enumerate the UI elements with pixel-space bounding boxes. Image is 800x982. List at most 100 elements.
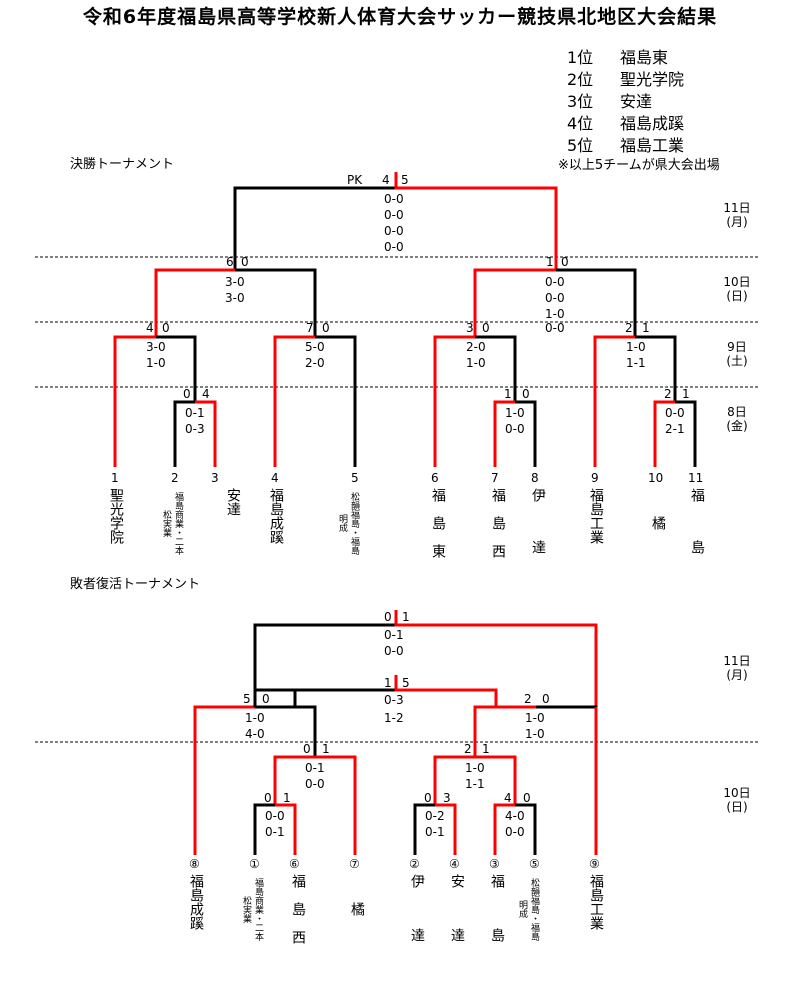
rank-label: 5位 — [567, 136, 594, 155]
score-right: 1 — [283, 791, 291, 805]
period-score: 0-0 — [505, 825, 525, 839]
weekday-label: (日) — [726, 800, 748, 814]
score-right: 0 — [523, 791, 531, 805]
score-right: 4 — [202, 387, 210, 401]
period-score: 3-0 — [146, 340, 166, 354]
bracket-lines — [35, 172, 760, 855]
qf4-a — [593, 335, 635, 467]
period-score: 0-0 — [265, 809, 285, 823]
period-score: 5-0 — [305, 340, 325, 354]
weekday-label: (土) — [726, 354, 748, 368]
cons-r4b-b — [435, 803, 457, 855]
score-right: 1 — [482, 742, 490, 756]
consolation-section-label: 敗者復活トーナメント — [70, 577, 201, 592]
team-name: 福島商業・二本松実業 — [241, 877, 263, 941]
team-name: 伊達 — [409, 874, 425, 982]
qualify-note: ※以上5チームが県大会出場 — [558, 158, 720, 173]
rank-label: 2位 — [567, 70, 594, 89]
team-number: 2 — [171, 471, 179, 485]
team-number: 6 — [431, 471, 439, 485]
team-number: ③ — [489, 857, 500, 871]
team-name: 橘 — [349, 902, 365, 916]
rank-team: 聖光学院 — [620, 70, 685, 89]
team-name: 福島西 — [490, 488, 506, 572]
score-left: 1 — [384, 676, 392, 690]
period-score: 0-0 — [545, 321, 565, 335]
cons-mid-b — [394, 675, 498, 707]
team-name: 福島 — [489, 874, 505, 982]
team-name: 伊達 — [530, 488, 546, 592]
team-name: 橘 — [650, 516, 666, 530]
period-score: 0-1 — [384, 628, 404, 642]
period-score: 1-1 — [465, 777, 485, 791]
period-score: 1-0 — [465, 761, 485, 775]
final-left-line — [233, 186, 396, 270]
period-score: 0-3 — [384, 693, 404, 707]
score-right: 1 — [642, 321, 650, 335]
team-number: ⑧ — [189, 857, 200, 871]
score-left: 7 — [306, 321, 314, 335]
period-score: 2-0 — [305, 356, 325, 370]
team-number: ⑨ — [589, 857, 600, 871]
team-name: 福島工業 — [588, 488, 604, 544]
cons-mid-left — [253, 688, 297, 707]
score-left: 0 — [384, 610, 392, 624]
cons-r4b-a — [413, 803, 435, 855]
period-score: 0-0 — [545, 275, 565, 289]
period-score: 1-0 — [466, 356, 486, 370]
score-right: 0 — [522, 387, 530, 401]
score-left: 2 — [464, 742, 472, 756]
team-number: 10 — [648, 471, 664, 485]
team-name: 聖光学院 — [108, 488, 124, 544]
period-score: 0-0 — [545, 291, 565, 305]
qf2-a — [273, 335, 315, 467]
team-number: ① — [249, 857, 260, 871]
weekday-label: (日) — [726, 289, 748, 303]
period-score: 0-0 — [384, 644, 404, 658]
period-score: 1-1 — [626, 356, 646, 370]
r1b-a — [493, 400, 515, 467]
r1b-b — [515, 400, 537, 467]
day-label: 9日 — [727, 340, 747, 354]
period-score: 1-0 — [505, 406, 525, 420]
rank-label: 3位 — [567, 92, 594, 111]
score-left: 2 — [524, 692, 532, 706]
score-right: 1 — [402, 610, 410, 624]
period-score: 1-0 — [525, 727, 545, 741]
cons-r4a-b — [275, 803, 297, 855]
cons-r2r-b — [536, 705, 598, 855]
rank-label: 1位 — [567, 48, 594, 67]
score-left: 5 — [243, 692, 251, 706]
period-score: 2-0 — [466, 340, 486, 354]
qf1-b — [156, 335, 197, 402]
semi-right-b — [556, 268, 637, 337]
period-score: 1-2 — [384, 711, 404, 725]
team-number: 4 — [271, 471, 279, 485]
period-score: 0-1 — [425, 825, 445, 839]
period-score: 0-3 — [185, 422, 205, 436]
score-right: 0 — [241, 255, 249, 269]
cons-r4c-b — [515, 803, 537, 855]
period-score: 0-0 — [665, 406, 685, 420]
page-title: 令和6年度福島県高等学校新人体育大会サッカー競技県北地区大会結果 — [82, 6, 718, 28]
score-left: 0 — [183, 387, 191, 401]
cons-r2l-a — [193, 705, 255, 855]
team-name: 福島成蹊 — [268, 488, 284, 544]
period-score: 3-0 — [225, 275, 245, 289]
cons-r3l-b — [315, 755, 357, 855]
r1c-b — [675, 400, 697, 467]
team-number: 8 — [531, 471, 539, 485]
rank-team: 安達 — [620, 92, 653, 111]
cons-r3r-a — [433, 755, 475, 805]
period-score: 0-2 — [425, 809, 445, 823]
period-score: 1-0 — [626, 340, 646, 354]
qf1-a — [113, 335, 156, 467]
team-name: 福島 — [689, 488, 705, 592]
period-score: 4-0 — [245, 727, 265, 741]
r1a-b — [195, 400, 217, 467]
score-left: 0 — [424, 791, 432, 805]
day-label: 10日 — [723, 275, 751, 289]
period-score: 1-0 — [245, 711, 265, 725]
period-score: 0-0 — [384, 208, 404, 222]
day-label: 10日 — [723, 786, 751, 800]
